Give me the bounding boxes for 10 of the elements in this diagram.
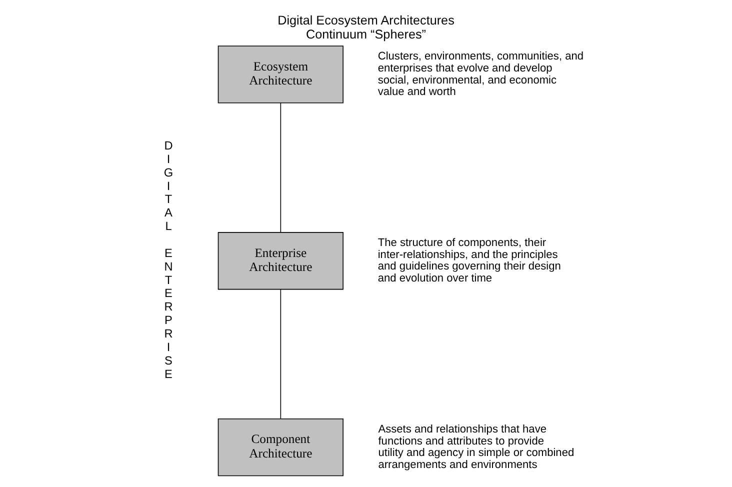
node-label: The structure of components, their inter-relationships, and the principles and guidelines governing their design and evolution over time xyxy=(378,237,561,285)
connector xyxy=(280,288,282,420)
diagram-title: Digital Ecosystem Architectures Continuum “Spheres” xyxy=(278,14,454,42)
connector xyxy=(280,102,282,233)
node-label: Clusters, environments, communities, and enterprises that evolve and develop social, environmental, and economic value and worth xyxy=(378,50,584,98)
node-box: Ecosystem Architecture xyxy=(218,46,344,104)
node-box: Enterprise Architecture xyxy=(218,232,344,290)
node-label: Assets and relationships that have functions and attributes to provide utility and agency in simple or combined arrangements and environments xyxy=(378,423,574,472)
label: DIGITAL ENTERPRISE xyxy=(164,138,174,381)
node-box: Component Architecture xyxy=(218,418,344,476)
